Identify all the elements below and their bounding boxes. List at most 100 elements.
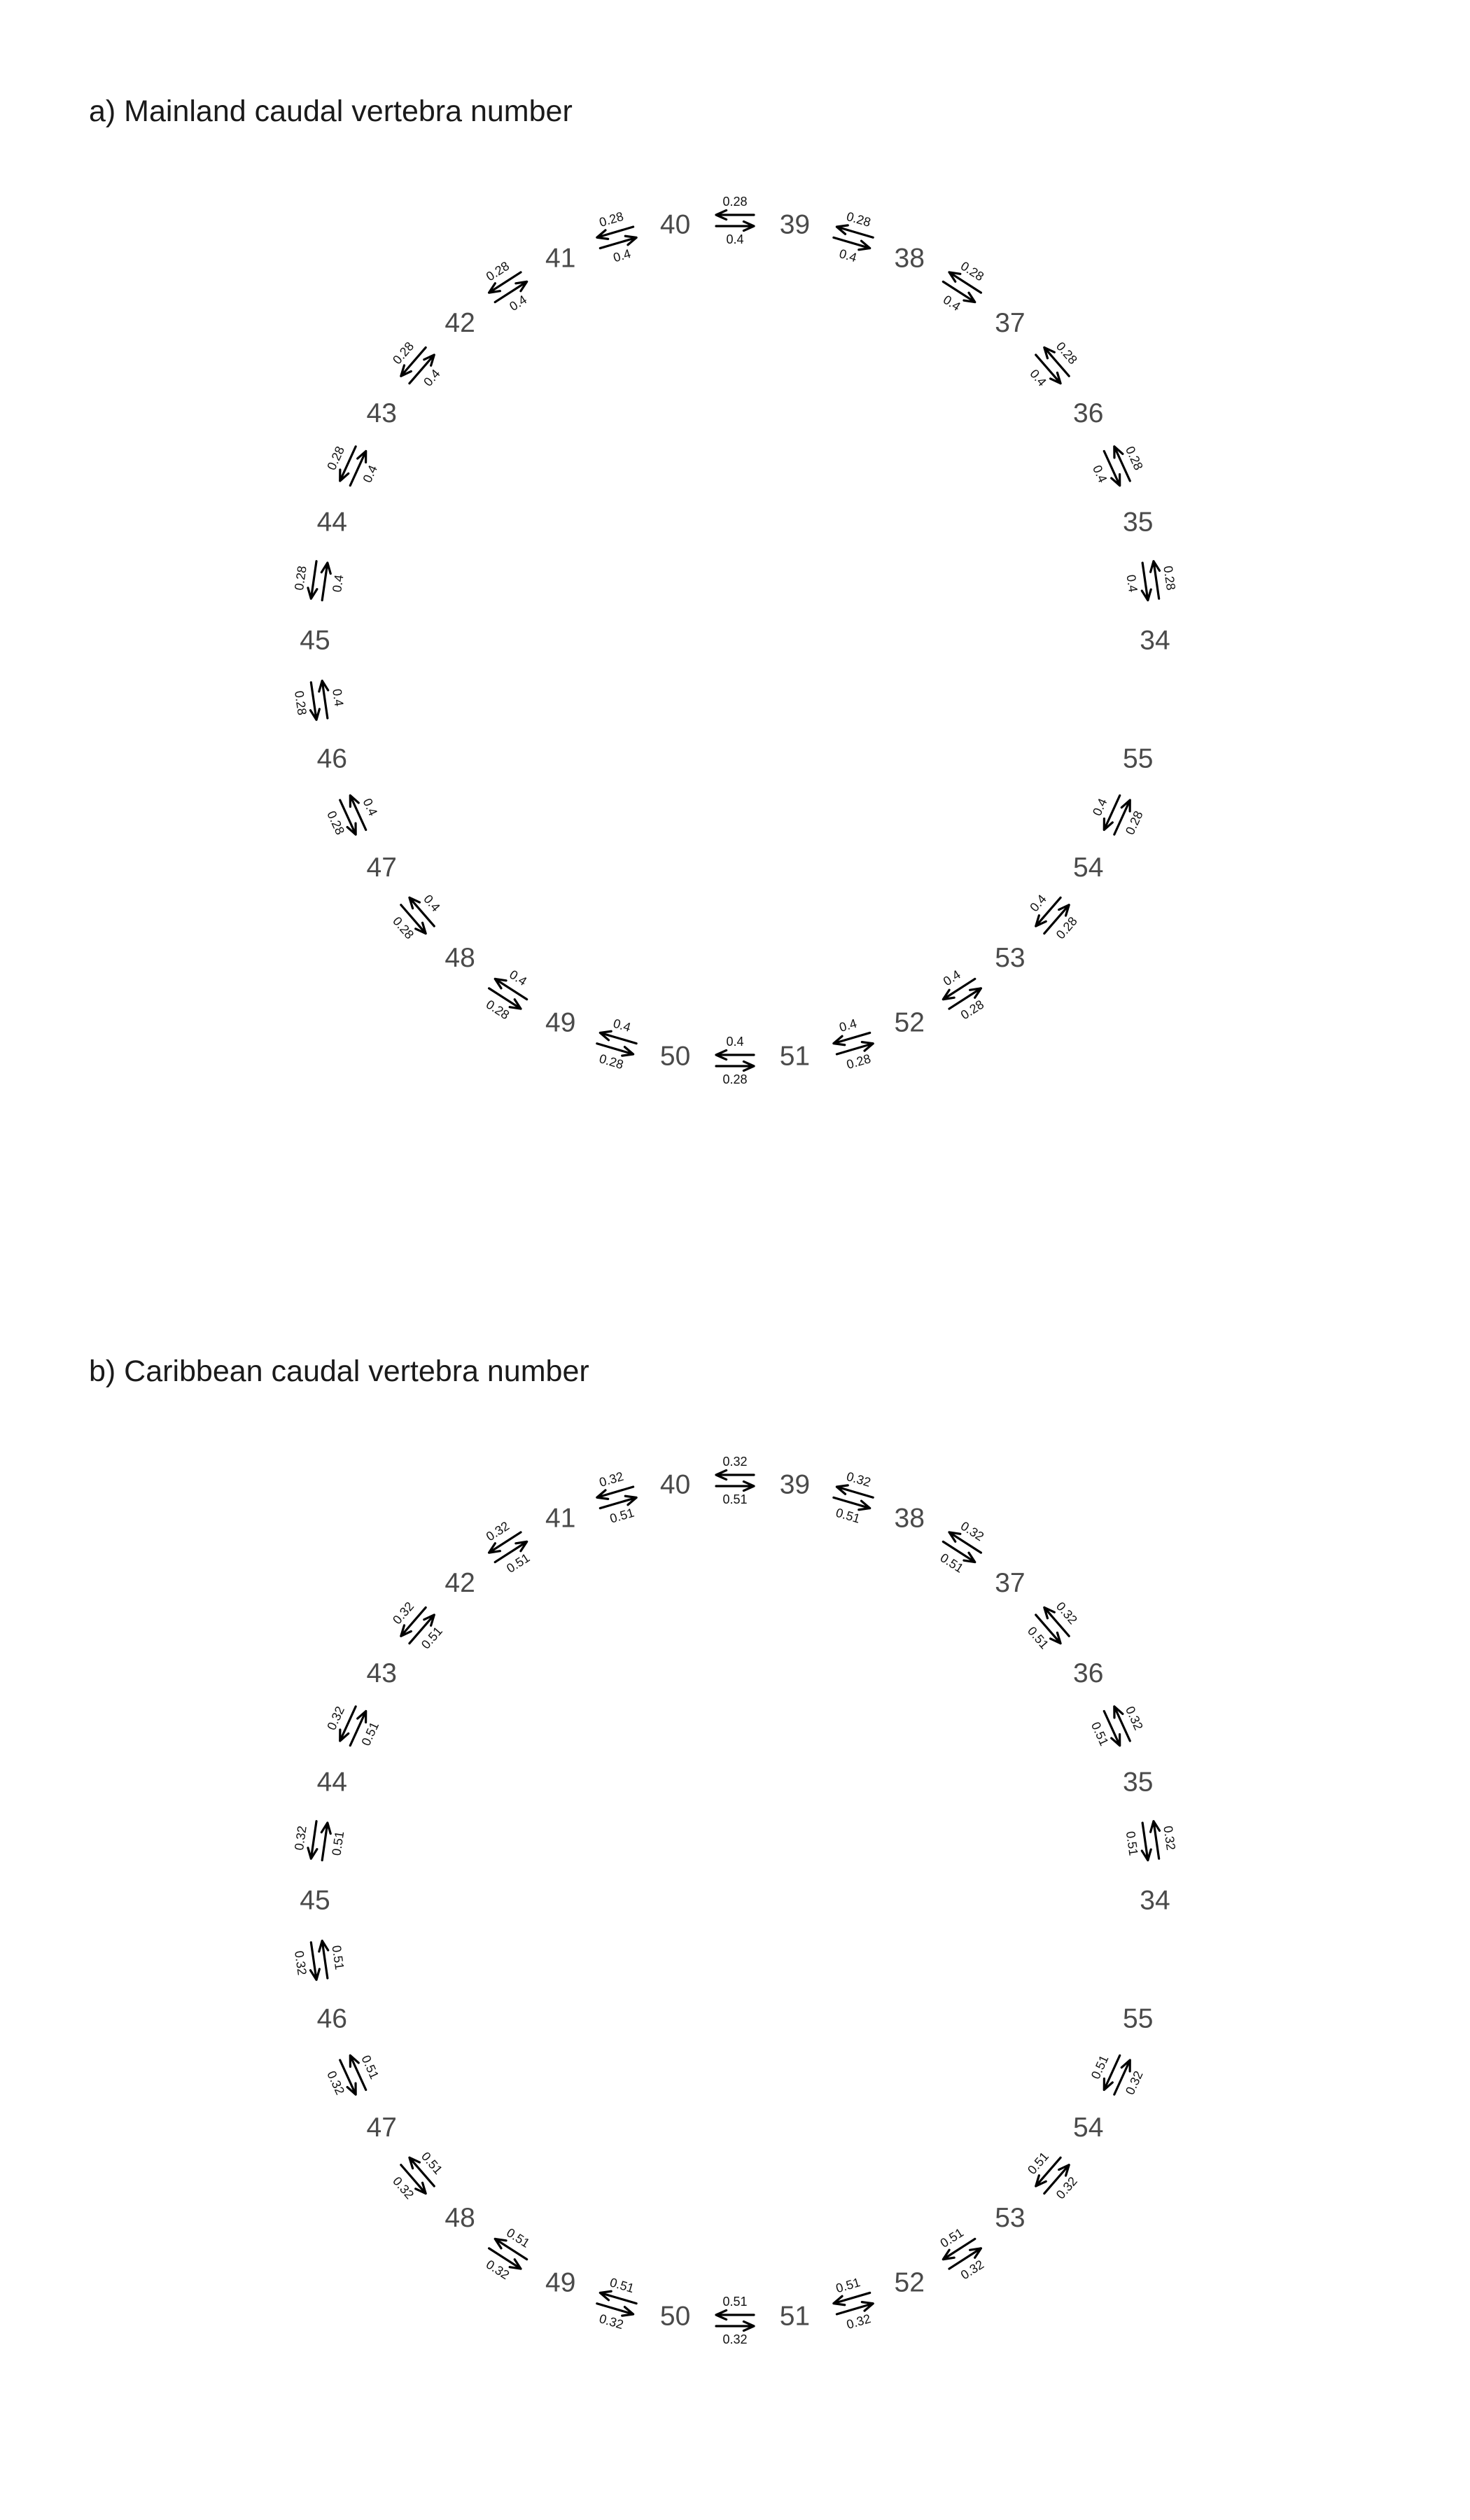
- transition-38-39: 0.28 0.4: [832, 209, 874, 265]
- backward-rate-label: 0.51: [1088, 1720, 1112, 1748]
- transition-51-52: 0.280.4: [832, 1016, 874, 1072]
- forward-arrow: [400, 1606, 427, 1637]
- forward-arrow: [309, 1941, 321, 1981]
- transition-51-52: 0.320.51: [832, 2275, 874, 2332]
- backward-rate-label: 0.51: [1088, 2053, 1112, 2081]
- forward-rate-label: 0.28: [845, 209, 872, 230]
- backward-rate-label: 0.4: [1124, 574, 1140, 594]
- backward-rate-label: 0.4: [421, 367, 443, 389]
- state-node-39: 39: [780, 1470, 810, 1500]
- transition-52-53: 0.320.51: [938, 2225, 986, 2282]
- forward-rate-label: 0.32: [1123, 2068, 1146, 2096]
- backward-arrow: [1035, 354, 1062, 385]
- forward-arrow: [596, 1485, 635, 1500]
- backward-arrow: [1035, 1614, 1062, 1645]
- backward-rate-label: 0.51: [722, 2295, 747, 2309]
- backward-rate-label: 0.51: [608, 2275, 636, 2295]
- state-node-46: 46: [317, 744, 347, 774]
- backward-arrow: [349, 1709, 368, 1747]
- state-node-41: 41: [545, 244, 575, 274]
- state-node-41: 41: [545, 1504, 575, 1534]
- state-node-45: 45: [300, 626, 330, 656]
- transition-46-47: 0.280.4: [324, 794, 380, 837]
- forward-rate-label: 0.28: [598, 209, 625, 230]
- backward-arrow: [320, 1821, 332, 1862]
- state-node-44: 44: [317, 1767, 347, 1797]
- forward-rate-label: 0.32: [1123, 1704, 1146, 1732]
- backward-arrow: [941, 977, 976, 1001]
- forward-arrow: [835, 2301, 874, 2316]
- transition-52-53: 0.280.4: [941, 967, 986, 1022]
- state-node-40: 40: [660, 1470, 690, 1500]
- state-node-35: 35: [1123, 1767, 1153, 1797]
- forward-arrow: [715, 2320, 755, 2332]
- forward-rate-label: 0.32: [722, 1455, 747, 1469]
- backward-rate-label: 0.51: [608, 1506, 636, 1526]
- forward-arrow: [1113, 799, 1131, 836]
- forward-arrow: [307, 1820, 318, 1860]
- forward-arrow: [1149, 560, 1161, 600]
- backward-rate-label: 0.4: [330, 574, 346, 594]
- transition-34-35: 0.320.51: [1124, 1820, 1178, 1862]
- backward-arrow: [941, 280, 976, 304]
- forward-arrow: [715, 1469, 755, 1481]
- state-node-47: 47: [367, 853, 397, 883]
- forward-arrow: [339, 2059, 357, 2096]
- transition-49-50: 0.320.51: [596, 2275, 638, 2332]
- backward-arrow: [1035, 896, 1062, 927]
- backward-rate-label: 0.4: [1027, 892, 1049, 914]
- backward-rate-label: 0.4: [838, 246, 859, 265]
- state-node-36: 36: [1073, 1658, 1103, 1688]
- transition-48-49: 0.280.4: [484, 967, 529, 1022]
- backward-arrow: [349, 2054, 368, 2092]
- transition-54-55: 0.32 0.51: [1088, 2053, 1146, 2097]
- forward-rate-label: 0.28: [292, 690, 309, 716]
- backward-rate-label: 0.51: [722, 1492, 747, 1506]
- backward-rate-label: 0.4: [1090, 463, 1110, 484]
- forward-arrow: [339, 1705, 357, 1742]
- backward-rate-label: 0.4: [726, 1035, 743, 1049]
- backward-arrow: [598, 1494, 638, 1510]
- state-node-52: 52: [895, 1007, 925, 1037]
- backward-arrow: [349, 449, 368, 487]
- backward-arrow: [318, 679, 330, 720]
- forward-arrow: [715, 1060, 755, 1072]
- backward-arrow: [349, 794, 368, 832]
- forward-rate-label: 0.32: [324, 2068, 347, 2096]
- backward-arrow: [598, 2290, 638, 2305]
- backward-arrow: [941, 1540, 976, 1564]
- transition-50-51: 0.280.4: [715, 1035, 755, 1086]
- forward-arrow: [835, 1041, 874, 1056]
- state-node-36: 36: [1073, 398, 1103, 428]
- backward-arrow: [1140, 561, 1152, 602]
- backward-rate-label: 0.4: [1090, 796, 1110, 818]
- backward-arrow: [1035, 2156, 1062, 2188]
- panel-title-mainland: a) Mainland caudal vertebra number: [89, 94, 573, 128]
- forward-arrow: [307, 560, 318, 600]
- forward-arrow: [339, 799, 357, 836]
- forward-arrow: [1113, 1705, 1131, 1742]
- state-node-40: 40: [660, 210, 690, 240]
- forward-arrow: [400, 346, 427, 377]
- state-node-47: 47: [367, 2113, 397, 2143]
- transition-36-37: 0.320.51: [1025, 1600, 1080, 1652]
- forward-arrow: [1113, 2059, 1131, 2096]
- forward-arrow: [309, 681, 321, 721]
- backward-arrow: [408, 896, 435, 927]
- backward-arrow: [408, 1614, 435, 1645]
- backward-arrow: [715, 1480, 755, 1492]
- state-node-48: 48: [444, 2203, 475, 2233]
- backward-arrow: [1102, 2054, 1121, 2092]
- forward-rate-label: 0.32: [845, 1469, 872, 1490]
- backward-arrow: [1102, 794, 1121, 832]
- forward-arrow: [487, 1531, 522, 1554]
- state-node-50: 50: [660, 1041, 690, 1071]
- forward-rate-label: 0.28: [324, 444, 347, 472]
- forward-arrow: [835, 1484, 874, 1499]
- forward-rate-label: 0.32: [1161, 1825, 1178, 1851]
- backward-rate-label: 0.51: [834, 2275, 862, 2295]
